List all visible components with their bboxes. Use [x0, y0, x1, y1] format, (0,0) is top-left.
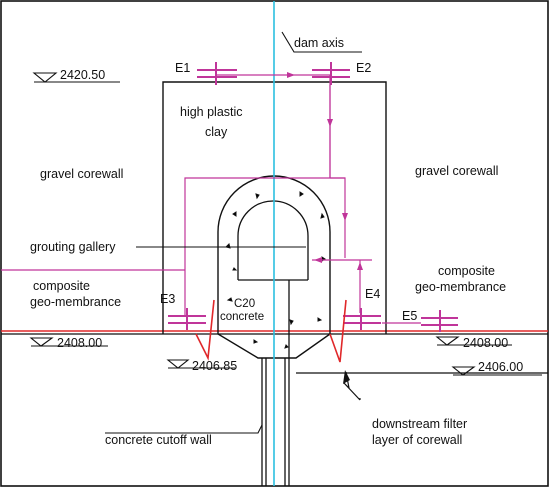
- elevation-symbols: [29, 72, 542, 376]
- gallery-inner-outline: [237, 200, 309, 280]
- composite-left-line2: geo-membrance: [30, 295, 121, 309]
- marker-e5: E5: [402, 309, 417, 323]
- marker-e4: E4: [365, 287, 380, 301]
- concrete-marks: [225, 191, 326, 349]
- elevation-top-label: 2420.50: [60, 68, 105, 82]
- filter-arrowhead: [343, 370, 350, 384]
- elevation-bottom-left-label: 2406.85: [192, 359, 237, 373]
- elevation-left-label: 2408.00: [57, 336, 102, 350]
- leader-lines: [105, 31, 362, 434]
- marker-e2: E2: [356, 61, 371, 75]
- gravel-right-label: gravel corewall: [415, 164, 498, 178]
- gallery-base-outline: [217, 300, 331, 359]
- filter-right-zigzag: [329, 299, 347, 363]
- cable-arrows: [287, 72, 363, 270]
- clay-label-line2: clay: [205, 125, 228, 139]
- sensor-symbols: [168, 62, 458, 332]
- composite-right-line2: geo-membrance: [415, 280, 506, 294]
- gravel-left-label: gravel corewall: [40, 167, 123, 181]
- c20-label-line2: concrete: [220, 311, 264, 323]
- marker-e1: E1: [175, 61, 190, 75]
- elevation-right-label: 2408.00: [463, 336, 508, 350]
- composite-right-line1: composite: [438, 264, 495, 278]
- clay-label-line1: high plastic: [180, 105, 243, 119]
- c20-label-line1: C20: [234, 298, 255, 310]
- cutoff-wall: [261, 280, 290, 486]
- marker-e3: E3: [160, 292, 175, 306]
- dam-axis-label: dam axis: [294, 36, 344, 50]
- cutoff-wall-label: concrete cutoff wall: [105, 433, 212, 447]
- filter-label-line1: downstream filter: [372, 417, 467, 431]
- filter-label-line2: layer of corewall: [372, 433, 462, 447]
- filter-left-zigzag: [195, 299, 215, 361]
- elevation-bottom-right-label: 2406.00: [478, 360, 523, 374]
- grouting-gallery-label: grouting gallery: [30, 240, 116, 254]
- composite-left-line1: composite: [33, 279, 90, 293]
